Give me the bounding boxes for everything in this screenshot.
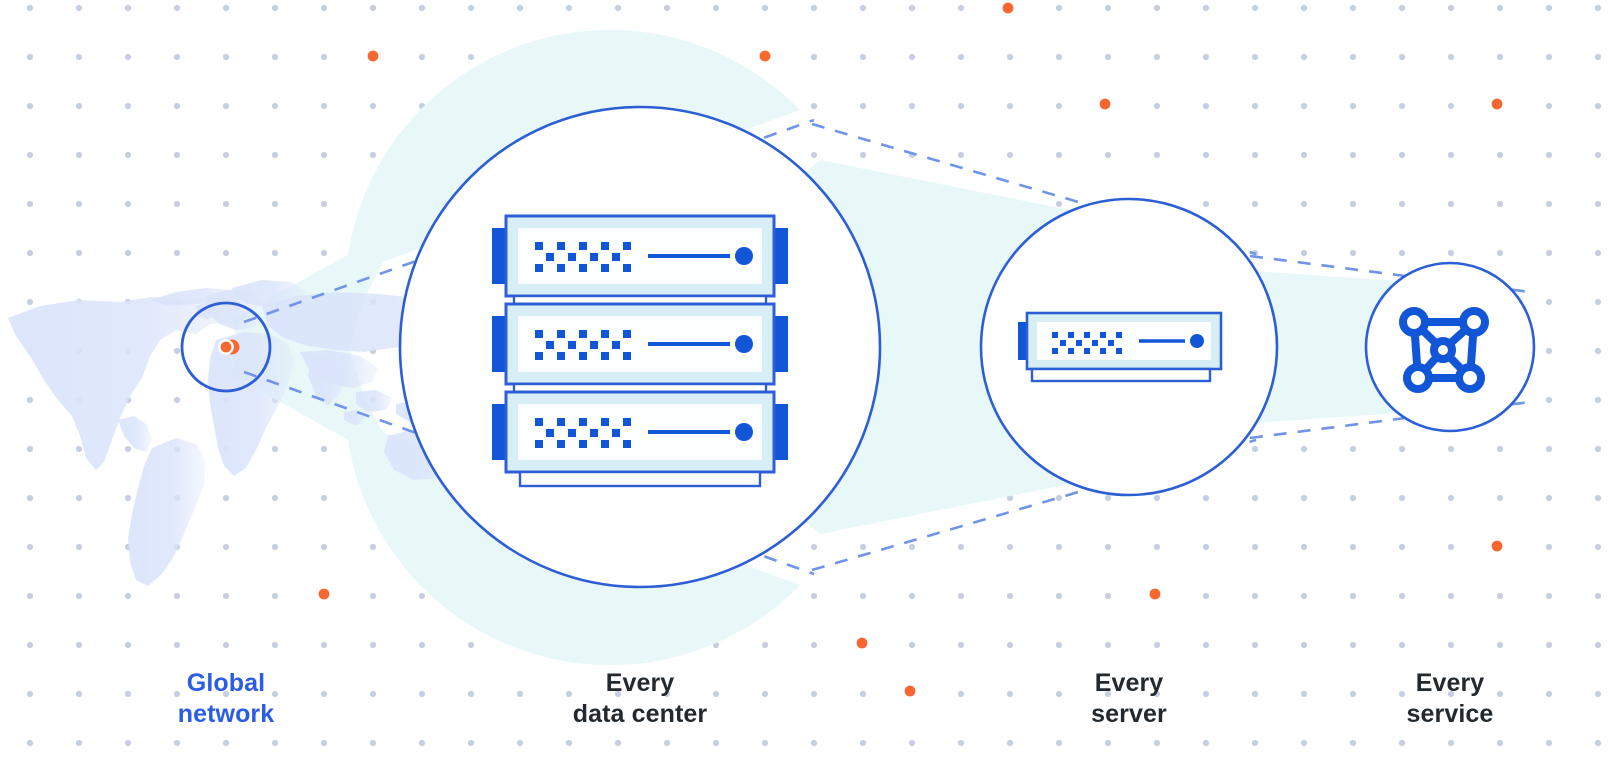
dashed-line-network-datacenter-bottom [243,370,815,576]
vent-pattern-2 [535,330,631,360]
rack-unit-2 [492,302,788,386]
circle-global-network [180,301,272,393]
highlight-dot [856,637,868,649]
caption-every-server: Every server [1091,669,1167,729]
server-unit-icon [1018,311,1223,383]
highlight-dot [1149,588,1161,600]
mesh-node-bottom-right [1455,363,1485,393]
server-rack-icon [492,214,788,488]
service-mesh-nodes [1399,307,1489,393]
highlight-dot [1099,98,1111,110]
mesh-node-top-right [1459,307,1489,337]
vent-pattern-3 [535,418,631,448]
server-base-shelf [1030,367,1212,383]
indicator-dot-2 [735,335,753,353]
caption-every-data-center: Every data center [572,669,708,729]
indicator-dot-1 [735,247,753,265]
rack-unit-1 [492,214,788,298]
highlight-dot [318,588,330,600]
vent-pattern-server [1052,332,1122,354]
highlight-dot [367,50,379,62]
indicator-dot-server [1190,334,1204,348]
dashed-line-network-datacenter-top [243,118,815,324]
vent-pattern-1 [535,242,631,272]
mesh-node-top-left [1399,307,1429,337]
highlight-dot [759,50,771,62]
rack-unit-3 [492,390,788,474]
highlight-dot [1491,540,1503,552]
highlight-dot [220,341,232,353]
caption-every-service: Every service [1406,669,1494,729]
highlight-dot-layer [218,0,1505,699]
indicator-dot-3 [735,423,753,441]
caption-global-network: Global network [177,669,275,729]
highlight-dot [1491,98,1503,110]
mesh-node-center [1430,337,1456,363]
highlight-dot [904,685,916,697]
highlight-dot [1002,2,1014,14]
rack-base-shelf [518,470,762,488]
mesh-node-bottom-left [1403,363,1433,393]
